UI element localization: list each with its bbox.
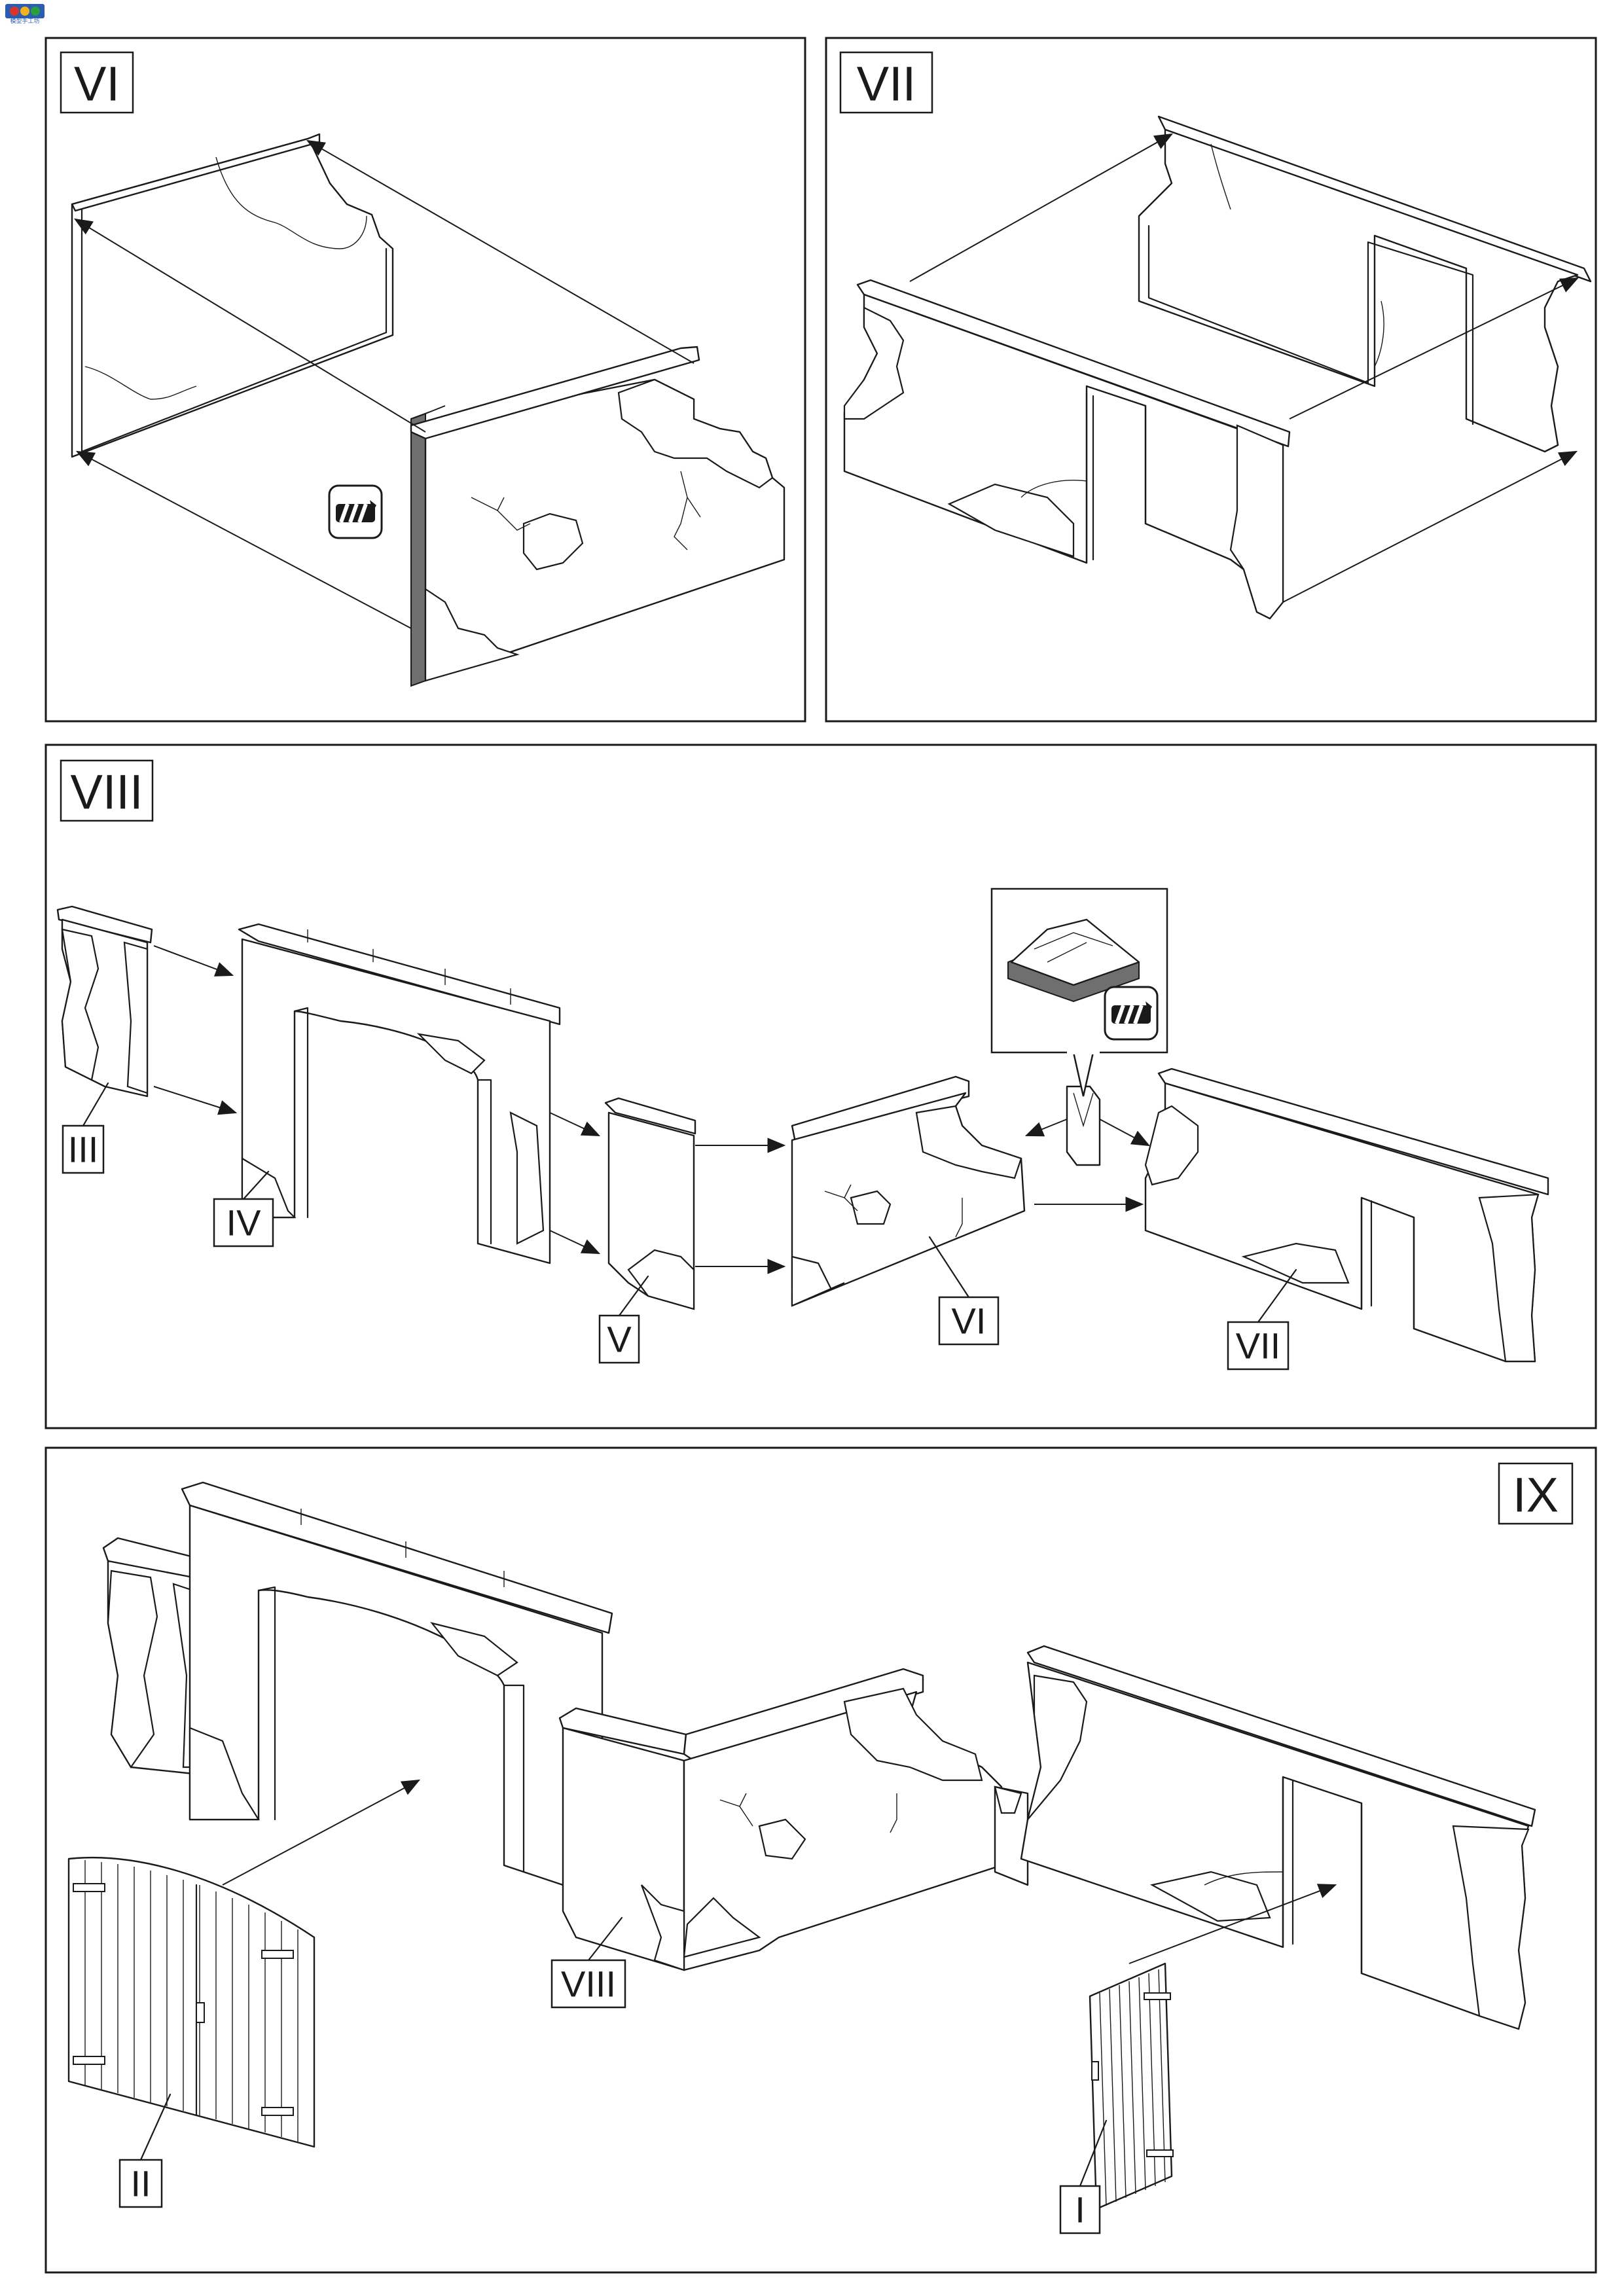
callout-detail (990, 888, 1168, 1097)
panel-vii-title: VII (857, 57, 916, 111)
label-ii: II (130, 2163, 151, 2204)
assembly-right-wall (1020, 1645, 1536, 2030)
part-iii-wall (56, 905, 153, 1098)
panel-viii-title: VIII (70, 765, 143, 819)
label-i-box (1059, 2185, 1101, 2234)
part-vii-wall (1144, 1067, 1549, 1363)
label-iv: IV (226, 1202, 262, 1244)
panel-ix-title: IX (1513, 1468, 1559, 1522)
panel-viii: VIII III IV V (45, 744, 1597, 1429)
panel-vi: VI (45, 37, 806, 723)
label-i: I (1075, 2189, 1085, 2231)
part-i-door (1089, 1962, 1174, 2210)
logo-text: 模型手工坊 (10, 17, 39, 25)
part-iv-arch-wall (238, 923, 561, 1265)
panel-vi-title: VI (74, 57, 120, 111)
part-ii-gate (67, 1857, 316, 2148)
logo: 模型手工坊 (5, 4, 45, 25)
glue-icon (329, 486, 382, 538)
label-ii-box (118, 2159, 163, 2208)
panel-viii-label-box (60, 759, 154, 822)
panel-vii-label-box (839, 51, 933, 114)
corner-connector (1066, 1085, 1101, 1166)
panel-ix-label-box (1498, 1462, 1574, 1525)
label-v: V (607, 1319, 632, 1360)
part-v-wall (604, 1097, 696, 1310)
assembly-corner-connector (994, 1785, 1029, 1886)
panel-vii: VII (825, 37, 1597, 723)
assembly-corner-walls (558, 1668, 1003, 1971)
wall-vi-back (71, 133, 394, 458)
label-vii-box (1227, 1321, 1290, 1371)
label-vii: VII (1236, 1325, 1280, 1367)
wall-vii-back (1138, 115, 1592, 453)
wall-vii-front (843, 279, 1291, 620)
panel-ix: IX (45, 1446, 1597, 2274)
label-iii-box (62, 1124, 105, 1174)
wall-vi-front (410, 346, 785, 682)
label-vi-box (938, 1296, 1000, 1346)
assembly-left-pillar (102, 1537, 198, 1775)
glue-icon-callout (1105, 987, 1157, 1039)
panel-vi-label-box (60, 51, 134, 114)
part-vi-wall (791, 1075, 1026, 1307)
label-v-box (598, 1314, 640, 1364)
label-iii: III (68, 1129, 99, 1170)
label-viii-box (550, 1959, 626, 2009)
label-vi: VI (952, 1300, 986, 1342)
label-viii: VIII (561, 1964, 616, 2005)
assembly-arch-wall (181, 1481, 613, 1899)
